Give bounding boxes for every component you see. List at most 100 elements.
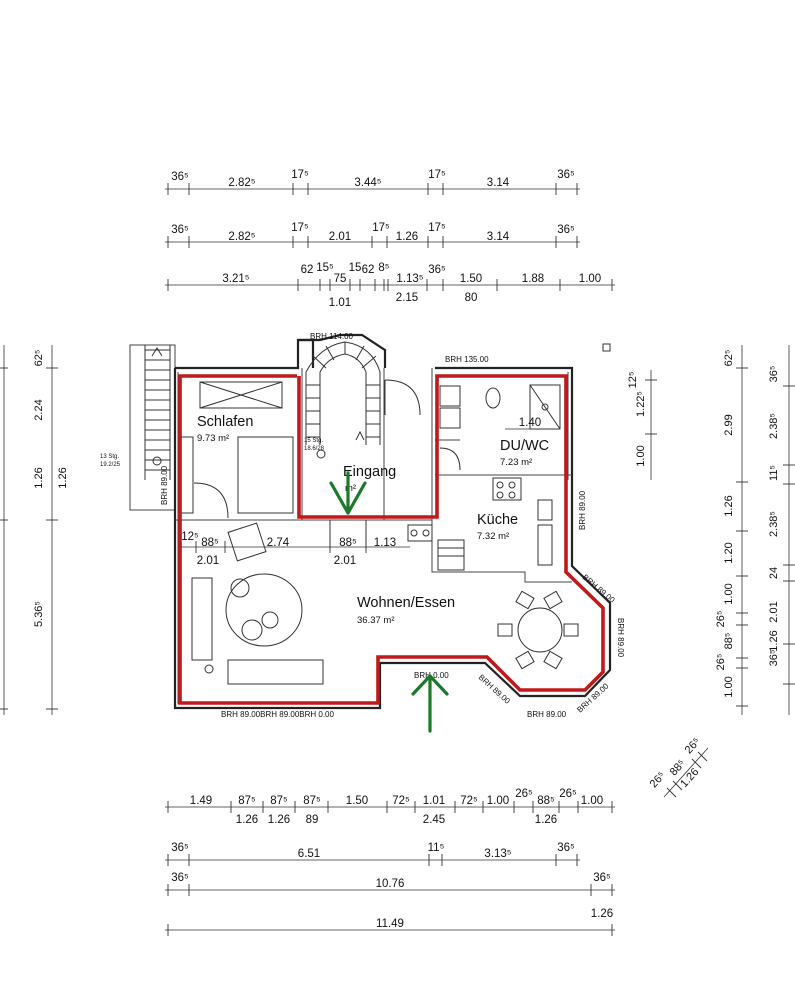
sofa-bottom <box>227 659 324 685</box>
dim-r1-1: 2.99 <box>723 414 735 435</box>
dim-top3-7: 1.13⁵ <box>396 273 423 285</box>
sofa-left <box>191 577 213 661</box>
dim-bot1-7: 72⁵ <box>460 795 478 807</box>
outer-stair-ratio: 19.2/25 <box>100 462 121 468</box>
dim-bot1-lower-1: 1.26 <box>268 814 290 826</box>
left-dimension-chain: 62⁵ 2.24 1.26 1.26 5.36⁵ <box>0 345 69 715</box>
bottom-dimension-chains: 1.49 87⁵ 87⁵ 87⁵ 1.50 72⁵ 1.01 72⁵ 1.00 … <box>165 788 615 936</box>
room-duwc-area: 7.23 m² <box>500 457 532 468</box>
dim-bot1-lower-0: 1.26 <box>236 814 258 826</box>
brh-stair-window: BRH 114.00 <box>310 332 354 341</box>
dim-bot1-4: 1.50 <box>346 795 368 807</box>
right-dimension-chains: 12⁵ 1.22⁵ 1.00 62⁵ 2.99 1.26 1.20 1.00 2… <box>627 345 795 715</box>
room-schlafen-area: 9.73 m² <box>197 433 229 444</box>
dim-bot1-9: 26⁵ <box>515 788 533 800</box>
stair-notes: 13 Stg. 19.2/25 15 Stg. 18.6/28 <box>100 438 325 468</box>
dim-top1-4: 17⁵ <box>428 169 446 181</box>
dim-bot3-1: 10.76 <box>376 878 405 890</box>
dim-top2-1: 2.82⁵ <box>228 231 255 243</box>
dim-top3-1: 62 <box>301 264 314 276</box>
dim-88-5b: 88⁵ <box>339 537 357 549</box>
dim-r1-0: 62⁵ <box>723 350 735 367</box>
brh-bay-bottom: BRH 89.00 <box>527 710 567 719</box>
top-dimension-chains: 36⁵ 2.82⁵ 17⁵ 3.44⁵ 17⁵ 3.14 36⁵ 36⁵ 2.8… <box>165 169 615 309</box>
entrance-arrows <box>329 471 449 733</box>
dim-bot1-lower-2: 89 <box>306 814 319 826</box>
dim-r1-2: 1.26 <box>723 495 735 516</box>
arrow-up-icon <box>411 674 449 733</box>
dim-top3-6: 8⁵ <box>378 262 389 274</box>
dim-r2-2: 11⁵ <box>768 465 780 481</box>
dim-r2-5: 2.01 <box>768 601 780 622</box>
armchair <box>227 522 267 562</box>
dim-r1-5: 26⁵ <box>715 611 727 628</box>
room-wohnen-name: Wohnen/Essen <box>357 595 455 611</box>
diagonal-dimension: 26⁵ 88⁵ 26⁵ 1.26 <box>648 736 709 798</box>
brh-bay-upper: BRH 89.00 <box>581 573 617 605</box>
dim-bot1-10: 88⁵ <box>537 795 555 807</box>
dim-bot2-1: 6.51 <box>298 848 320 860</box>
interior-stair <box>305 341 381 459</box>
dim-bot2-3: 3.13⁵ <box>484 848 511 860</box>
dim-bot1-lower-4: 1.26 <box>535 814 557 826</box>
dim-top1-0: 36⁵ <box>171 171 189 183</box>
room-duwc-name: DU/WC <box>500 438 549 454</box>
dim-top1-5: 3.14 <box>487 177 510 189</box>
brh-duwc-window: BRH 135.00 <box>445 355 489 364</box>
dim-bot1-1: 87⁵ <box>238 795 256 807</box>
arrow-down-icon <box>329 471 367 515</box>
dim-top1-1: 2.82⁵ <box>228 177 255 189</box>
dim-r1-3: 1.20 <box>723 542 735 563</box>
outer-stair-steps: 13 Stg. <box>100 454 119 460</box>
room-schlafen-name: Schlafen <box>197 414 253 430</box>
stove <box>492 477 522 501</box>
dining-table <box>517 607 563 653</box>
dim-r1-4: 1.00 <box>723 583 735 604</box>
dim-r2-7: 36⁵ <box>768 650 780 667</box>
exterior-stair-steps <box>144 345 171 480</box>
dim-top2-7: 3.14 <box>487 231 510 243</box>
dim-bot1-12: 1.00 <box>581 795 603 807</box>
room-eingang-area: m² <box>345 483 356 494</box>
room-eingang-name: Eingang <box>343 464 396 480</box>
dim-bot1-3: 87⁵ <box>303 795 321 807</box>
dim-top3-lower-0: 1.01 <box>329 297 351 309</box>
brh-left-vertical: BRH 89.00 <box>160 465 169 505</box>
toilet <box>485 387 501 409</box>
dim-diag-0: 26⁵ <box>648 770 668 791</box>
inner-stair-ratio: 18.6/28 <box>304 446 325 452</box>
dim-top2-6: 17⁵ <box>428 222 446 234</box>
dim-left-1: 2.24 <box>33 399 45 420</box>
dim-1-13: 1.13 <box>374 537 396 549</box>
dim-bot1-2: 87⁵ <box>270 795 288 807</box>
dim-top3-3: 75 <box>334 273 347 285</box>
dim-12-5: 12⁵ <box>181 531 199 543</box>
dim-left-3: 1.26 <box>57 467 69 488</box>
brh-bottom-left: BRH 89.00BRH 89.00BRH 0.00 <box>221 710 335 719</box>
wardrobe <box>199 381 283 409</box>
dim-bot3-0: 36⁵ <box>171 872 189 884</box>
dim-bot1-11: 26⁵ <box>559 788 577 800</box>
dim-top2-5: 1.26 <box>396 231 418 243</box>
dim-r2-0: 36⁵ <box>768 366 780 383</box>
highlight-outline <box>178 374 605 705</box>
dim-2-01: 2.01 <box>197 555 219 567</box>
window-labels: BRH 114.00 BRH 135.00 BRH 89.00 BRH 89.0… <box>160 332 625 719</box>
dim-top3-lower-2: 80 <box>465 292 478 304</box>
dim-top1-6: 36⁵ <box>557 169 575 181</box>
dim-bot1-5: 72⁵ <box>392 795 410 807</box>
dim-top3-lower-1: 2.15 <box>396 292 418 304</box>
dim-bot2-0: 36⁵ <box>171 842 189 854</box>
dim-top2-2: 17⁵ <box>291 222 309 234</box>
dim-top3-0: 3.21⁵ <box>222 273 249 285</box>
dim-top2-0: 36⁵ <box>171 224 189 236</box>
interior-dimensions: 1.40 12⁵ 88⁵ 2.74 88⁵ 1.13 2.01 2.01 <box>181 417 560 567</box>
dim-diag-2: 26⁵ <box>683 736 703 757</box>
dim-bot1-lower-3: 2.45 <box>423 814 445 826</box>
dim-r2-6: 1.26 <box>768 630 780 651</box>
dim-top1-3: 3.44⁵ <box>354 177 381 189</box>
dim-bot2-4: 36⁵ <box>557 842 575 854</box>
dim-rinner-0: 12⁵ <box>627 372 639 389</box>
dim-w-140: 1.40 <box>519 417 541 429</box>
dim-bot1-0: 1.49 <box>190 795 212 807</box>
